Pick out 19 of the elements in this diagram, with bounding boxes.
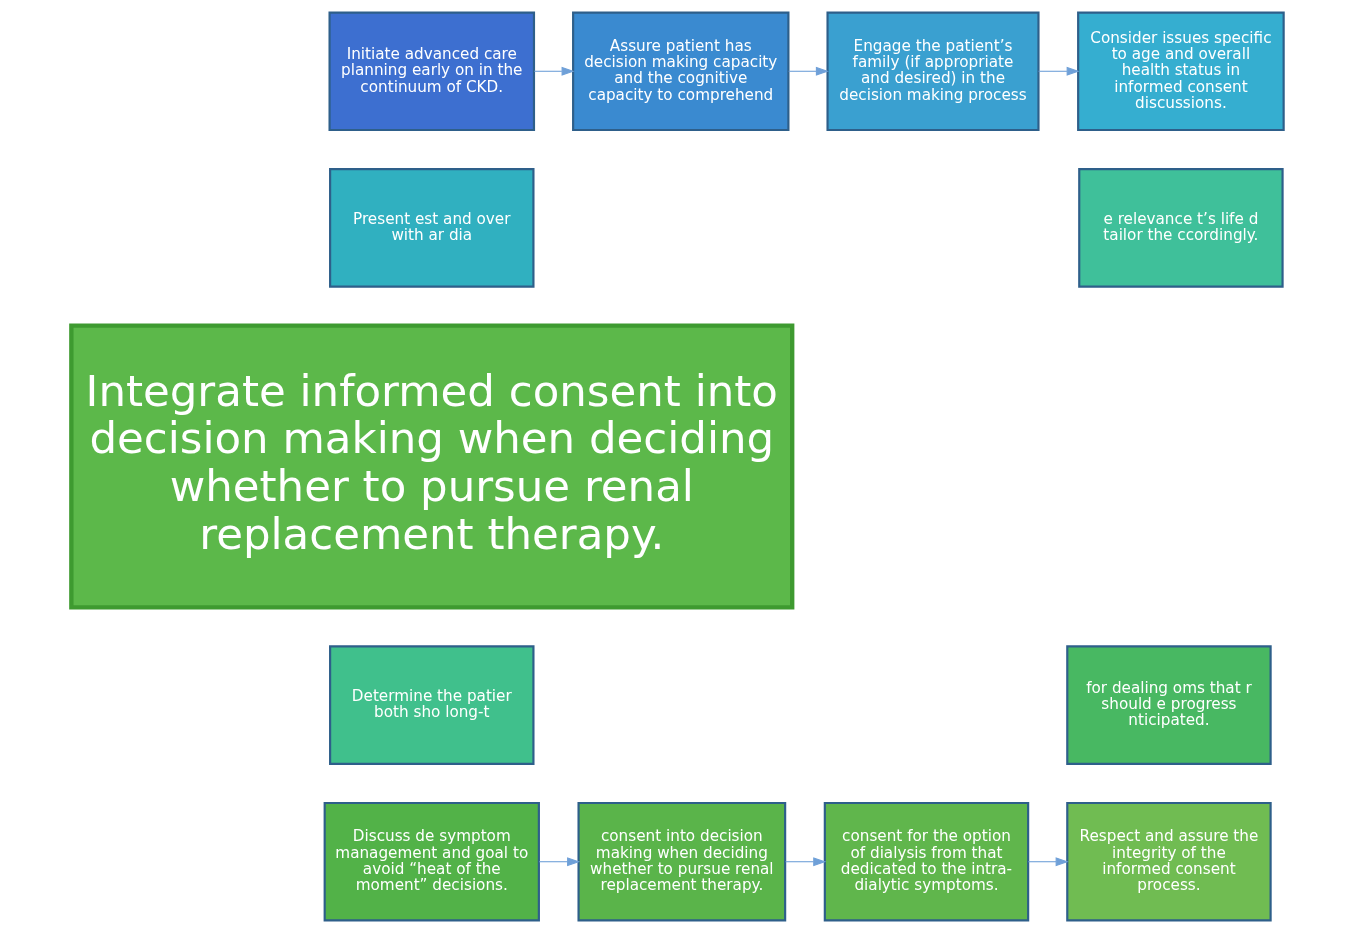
node-box: for dealing oms that r should e progress nticipated. [1065, 645, 1272, 765]
arrow [538, 857, 580, 867]
node-box: Discuss de symptom management and goal to avoid “heat of the moment” decisions. [323, 801, 540, 922]
node-box: Consider issues specific to age and overall health status in informed consent discussions. [1076, 11, 1285, 132]
node-box: Assure patient has decision making capacity and the cognitive capacity to comprehend [571, 11, 789, 132]
node-box: Present est and over with ar dia [328, 168, 535, 288]
node-box: Integrate informed consent into decision making when deciding whether to pursue renal replacement therapy. [68, 323, 794, 610]
arrow [1027, 857, 1069, 867]
arrow [787, 66, 829, 76]
node-box: consent into decision making when deciding whether to pursue renal replacement therapy. [576, 801, 786, 922]
node-box: Initiate advanced care planning early on in the continuum of CKD. [328, 11, 535, 132]
node-box: Respect and assure the integrity of the informed consent process. [1065, 801, 1272, 922]
node-box: Engage the patient’s family (if appropriate and desired) in the decision making process [825, 11, 1040, 132]
arrow [533, 66, 575, 76]
node-box: e relevance t’s life d tailor the ccordingly. [1077, 168, 1284, 288]
arrow [1037, 66, 1080, 76]
node-box: consent for the option of dialysis from that dedicated to the intra-dialytic symptoms. [823, 801, 1029, 922]
arrow [784, 857, 826, 867]
node-box: Determine the patier both sho long-t [328, 645, 535, 765]
